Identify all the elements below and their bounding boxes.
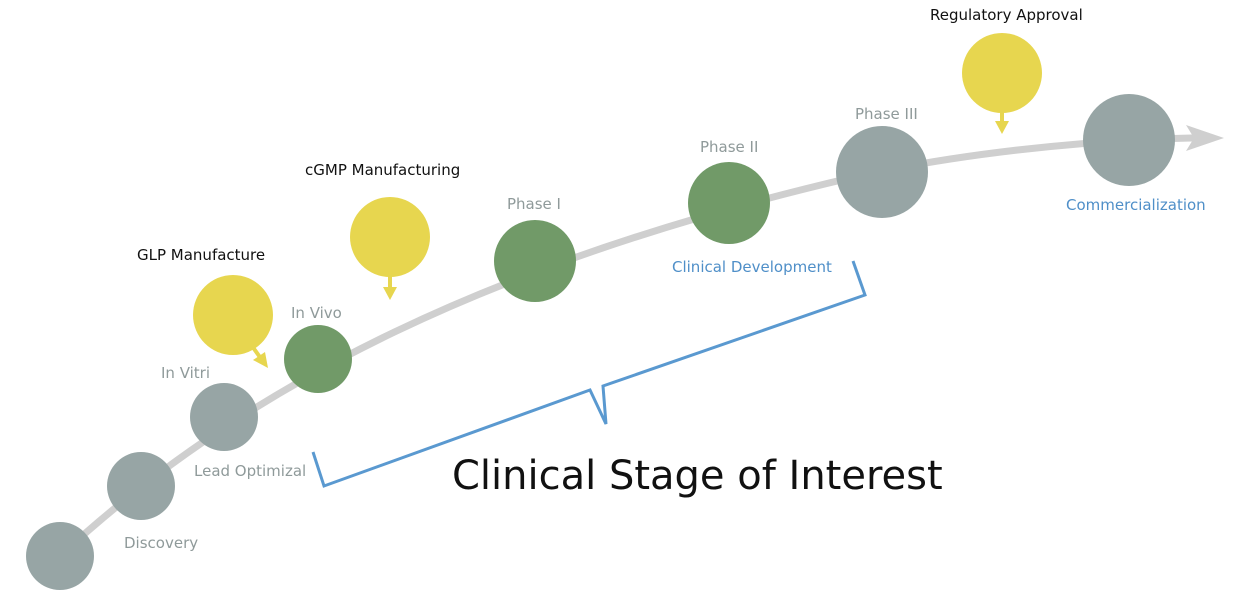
clinical-stage-title: Clinical Stage of Interest bbox=[452, 453, 943, 499]
label-cgmp-manufacturing: cGMP Manufacturing bbox=[305, 161, 461, 179]
label-phase-3: Phase III bbox=[855, 105, 918, 123]
clinical-stage-bracket bbox=[311, 260, 867, 488]
milestone-regulatory-marker bbox=[962, 33, 1042, 134]
node-in-vivo bbox=[284, 325, 352, 393]
label-lead-optimizal: Lead Optimizal bbox=[194, 462, 307, 480]
timeline-arrowhead bbox=[1186, 125, 1224, 151]
node-discovery bbox=[107, 452, 175, 520]
label-glp-manufacture: GLP Manufacture bbox=[137, 246, 266, 264]
label-commercialization: Commercialization bbox=[1066, 196, 1206, 214]
label-in-vivo: In Vivo bbox=[291, 304, 342, 322]
node-in-vitri bbox=[190, 383, 258, 451]
milestone-glp-marker bbox=[193, 275, 273, 368]
node-commercialization bbox=[1083, 94, 1175, 186]
milestone-cgmp-marker bbox=[350, 197, 430, 300]
node-phase-2 bbox=[688, 162, 770, 244]
label-phase-2: Phase II bbox=[700, 138, 759, 156]
label-in-vitri: In Vitri bbox=[161, 364, 211, 382]
label-phase-1: Phase I bbox=[507, 195, 561, 213]
node-early bbox=[26, 522, 94, 590]
label-discovery: Discovery bbox=[124, 534, 199, 552]
label-clinical-development: Clinical Development bbox=[672, 258, 832, 276]
node-phase-3 bbox=[836, 126, 928, 218]
label-regulatory-approval: Regulatory Approval bbox=[930, 6, 1083, 24]
node-phase-1 bbox=[494, 220, 576, 302]
